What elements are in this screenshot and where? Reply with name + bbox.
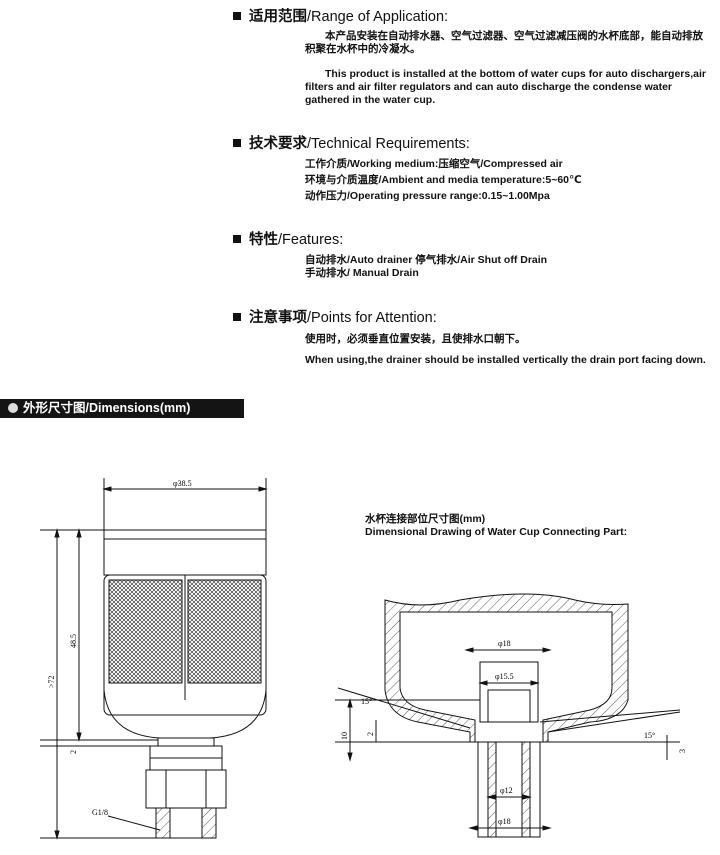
application-text-cn: 本产品安装在自动排水器、空气过滤器、空气过滤减压阀的水杯底部，能自动排放积聚在水… (305, 30, 703, 55)
section-title: 注意事项/Points for Attention: (233, 309, 713, 327)
bullet-square-icon (233, 12, 241, 20)
feature-line: 自动排水/Auto drainer 停气排水/Air Shut off Drai… (305, 254, 548, 266)
attention-text-cn: 使用时，必须垂直位置安装，且使排水口朝下。 (305, 333, 526, 345)
bullet-square-icon (233, 139, 241, 147)
tech-line: 动作压力/Operating pressure range:0.15~1.00M… (305, 190, 550, 202)
attention-text-en: When using,the drainer should be install… (305, 354, 706, 366)
section-title: 适用范围/Range of Application: (233, 8, 713, 26)
drainer-drawing (40, 478, 268, 840)
section-range-of-application: 适用范围/Range of Application: 本产品安装在自动排水器、空… (233, 8, 713, 107)
dim-label-step-left: 2 (366, 732, 375, 736)
tech-line: 工作介质/Working medium:压缩空气/Compressed air (305, 158, 563, 170)
dim-label-step-right: 3 (678, 749, 687, 753)
water-cup-drawing (335, 593, 681, 838)
dim-label-thread: G1/8 (92, 808, 108, 817)
dim-label-height: 10 (340, 732, 349, 740)
tech-line: 环境与介质温度/Ambient and media temperature:5~… (305, 174, 582, 186)
dim-label-angle-left: 15° (361, 697, 372, 706)
section-title: 技术要求/Technical Requirements: (233, 135, 713, 153)
dim-label-angle-right: 15° (644, 731, 655, 740)
filter-mesh-left (108, 579, 183, 684)
section-features: 特性/Features: 自动排水/Auto drainer 停气排水/Air … (233, 231, 713, 280)
section-technical-requirements: 技术要求/Technical Requirements: 工作介质/Workin… (233, 135, 713, 204)
bullet-square-icon (233, 313, 241, 321)
section-points-for-attention: 注意事项/Points for Attention: 使用时，必须垂直位置安装，… (233, 309, 713, 367)
dim-label-outer-top: φ18 (498, 639, 511, 648)
dimensions-header: 外形尺寸图/Dimensions(mm) (0, 399, 244, 418)
bullet-square-icon (233, 235, 241, 243)
application-text-en: This product is installed at the bottom … (305, 68, 706, 106)
dim-label-height-total: >72 (47, 675, 56, 688)
water-cup-title: 水杯连接部位尺寸图(mm) Dimensional Drawing of Wat… (365, 513, 628, 538)
bullet-circle-icon (8, 403, 18, 413)
dim-label-height-main: 48.5 (69, 634, 78, 648)
dim-label-diameter: φ38.5 (173, 479, 192, 488)
feature-line: 手动排水/ Manual Drain (305, 267, 419, 279)
dim-label-hole: φ12 (500, 786, 513, 795)
dim-label-outer-bottom: φ18 (498, 817, 511, 826)
filter-mesh-right (187, 579, 262, 684)
dim-label-step: 2 (69, 750, 78, 754)
section-title: 特性/Features: (233, 231, 713, 249)
dim-label-inner: φ15.5 (495, 672, 514, 681)
